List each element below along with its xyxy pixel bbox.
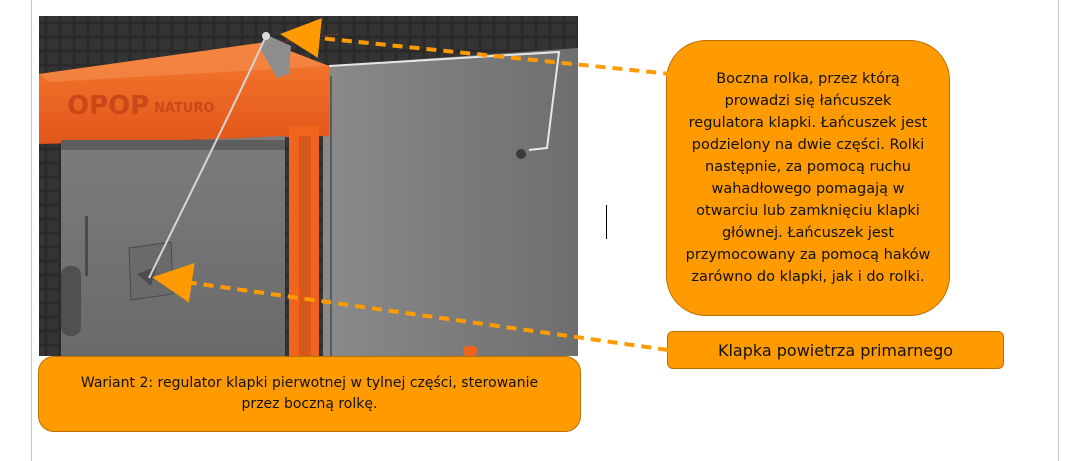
callout-variant-2-text: Wariant 2: regulator klapki pierwotnej w…: [80, 375, 539, 412]
callout-variant-2[interactable]: Wariant 2: regulator klapki pierwotnej w…: [38, 356, 581, 432]
door-handle: [61, 266, 81, 336]
left-margin-guide: [31, 0, 32, 461]
boiler-photo[interactable]: OPOP NATURO: [39, 16, 578, 356]
model-logo: NATURO: [154, 101, 214, 116]
right-margin-guide: [1058, 0, 1059, 461]
boiler-front-door: [61, 136, 285, 356]
callout-side-roller[interactable]: Boczna rolka, przez którą prowadzi się ł…: [666, 40, 950, 316]
side-knob: [516, 149, 526, 159]
text-cursor: [606, 205, 607, 239]
boiler-side-panel: [323, 48, 578, 356]
boiler-illustration: OPOP NATURO: [39, 16, 578, 356]
callout-side-roller-text: Boczna rolka, przez którą prowadzi się ł…: [685, 71, 931, 285]
brand-logo: OPOP: [67, 91, 149, 121]
callout-primary-air-flap-text: Klapka powietrza primarnego: [717, 340, 954, 360]
regulator-chain: [148, 35, 267, 279]
callout-primary-air-flap[interactable]: Klapka powietrza primarnego: [667, 331, 1004, 369]
